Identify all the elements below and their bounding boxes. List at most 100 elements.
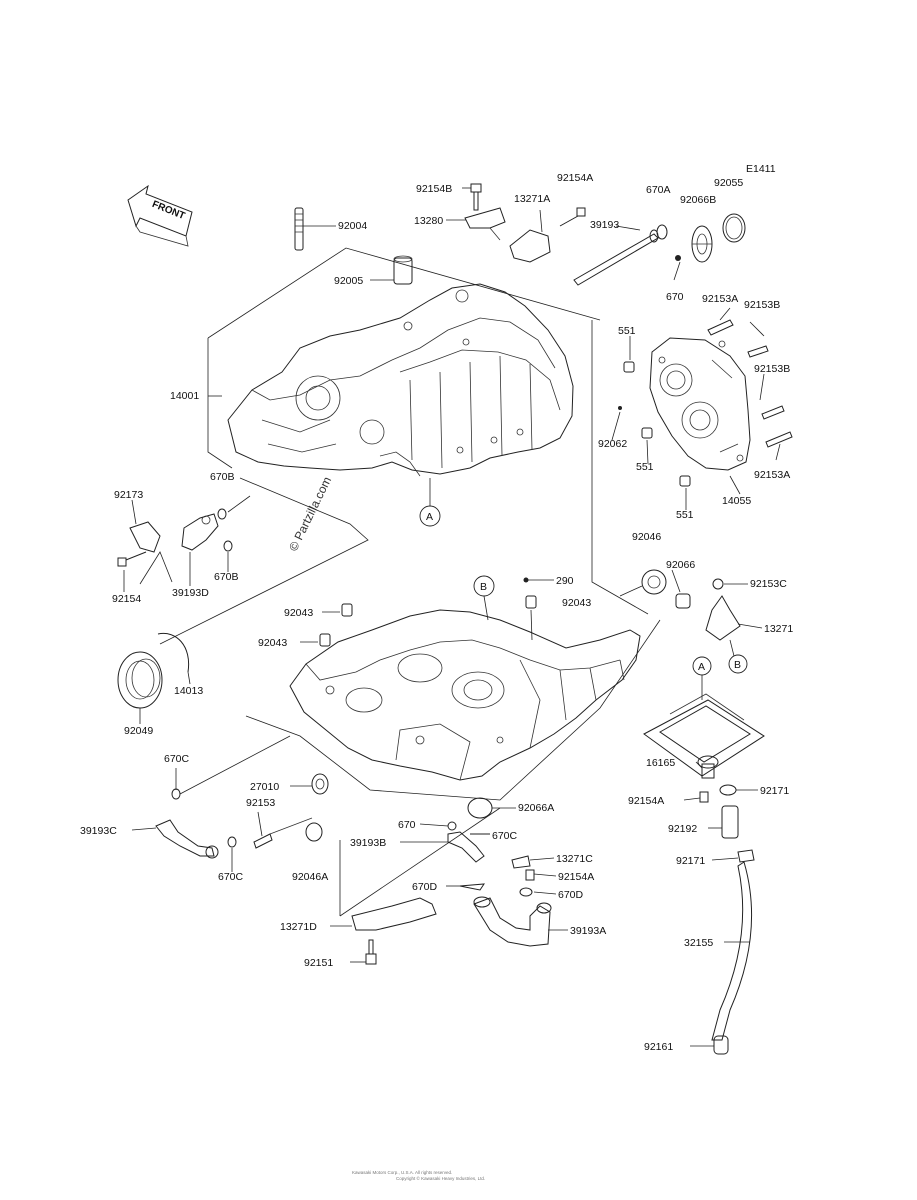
plate-13271A (509, 229, 551, 263)
plug-290 (523, 577, 529, 583)
label-16165: 16165 (646, 757, 675, 769)
label-13271C: 13271C (556, 853, 593, 865)
label-670-top: 670 (666, 291, 684, 303)
label-670C-1: 670C (164, 753, 190, 765)
label-92043-3: 92043 (258, 637, 287, 649)
svg-text:B: B (734, 659, 741, 671)
bolts-92153 (707, 319, 793, 448)
cover-14055 (649, 337, 751, 471)
label-13271: 13271 (764, 623, 793, 635)
label-551-2: 551 (636, 461, 654, 473)
bolt-92154A-top (559, 207, 586, 227)
label-92173: 92173 (114, 489, 143, 501)
leader-14001-upper (207, 247, 601, 339)
plate-13271D (351, 897, 437, 931)
svg-text:A: A (698, 661, 705, 673)
plate-13271 (705, 595, 741, 641)
label-14001: 14001 (170, 390, 199, 402)
label-92153B-top: 92153B (744, 299, 780, 311)
label-13271A: 13271A (514, 193, 550, 205)
label-670D-2: 670D (558, 889, 584, 901)
label-92049: 92049 (124, 725, 153, 737)
label-27010: 27010 (250, 781, 279, 793)
oring-92055 (722, 213, 746, 243)
bolt-92154A-bot (525, 869, 535, 881)
label-92066B: 92066B (680, 194, 716, 206)
label-92043-2: 92043 (562, 597, 591, 609)
label-92154A-top: 92154A (557, 172, 593, 184)
label-92004: 92004 (338, 220, 367, 232)
label-14013: 14013 (174, 685, 203, 697)
pipe-39193A (473, 896, 552, 947)
pipe-39193B (447, 831, 485, 863)
dowels-92043 (319, 595, 537, 647)
oring-670B-1 (217, 508, 227, 520)
label-13271D: 13271D (280, 921, 317, 933)
cap-92161 (713, 1035, 729, 1055)
hose-32155 (711, 861, 753, 1041)
svg-text:B: B (480, 581, 487, 593)
label-92066: 92066 (666, 559, 695, 571)
bolt-92153-lower (253, 817, 313, 849)
label-92005: 92005 (334, 275, 363, 287)
ref-circle-a-right: A (692, 656, 712, 676)
label-670C-3: 670C (218, 871, 244, 883)
breather-13280 (464, 207, 506, 241)
tube-92192 (721, 805, 739, 839)
footer-line-2: Copyright © Kawasaki Heavy Industries, L… (396, 1175, 485, 1181)
label-670B-2: 670B (214, 571, 239, 583)
oring-670D-1 (459, 883, 485, 891)
seal-92046A (305, 822, 323, 842)
label-551-3: 551 (676, 509, 694, 521)
oring-670B-2 (223, 540, 233, 552)
lower-case-outline-bracket (245, 619, 661, 801)
oring-670D-2 (519, 887, 533, 897)
label-92192: 92192 (668, 823, 697, 835)
label-92153B-mid: 92153B (754, 363, 790, 375)
label-92046A: 92046A (292, 871, 328, 883)
oring-670C-2 (227, 836, 237, 848)
label-92151: 92151 (304, 957, 333, 969)
label-92154B: 92154B (416, 183, 452, 195)
label-13280: 13280 (414, 215, 443, 227)
clip-92171-2 (737, 849, 755, 863)
ref-circle-a-upper: A (419, 505, 441, 527)
label-551-1: 551 (618, 325, 636, 337)
footer-line-1: Kawasaki Motors Corp., U.S.A. All rights… (352, 1170, 452, 1175)
plug-92066A (467, 797, 493, 819)
label-92055: 92055 (714, 177, 743, 189)
label-39193: 39193 (590, 219, 619, 231)
seal-92066 (641, 569, 691, 609)
plate-13271C (511, 855, 531, 869)
diagram-code: E1411 (746, 163, 776, 175)
bolt-92153C (712, 578, 724, 590)
bolt-92154A-low (699, 791, 709, 803)
label-670-low: 670 (398, 819, 416, 831)
upper-crankcase-drawing (227, 283, 574, 477)
label-290: 290 (556, 575, 574, 587)
label-39193C: 39193C (80, 825, 117, 837)
label-92043-1: 92043 (284, 607, 313, 619)
svg-text:A: A (426, 511, 433, 523)
circlip-14013 (157, 632, 190, 673)
oring-670C-1 (171, 788, 181, 800)
oring-92171-1 (719, 784, 737, 796)
label-670B-1: 670B (210, 471, 235, 483)
oring-670-top (675, 255, 681, 261)
lower-crankcase-drawing (289, 609, 641, 781)
section-divider (591, 320, 649, 615)
hose-39193C (155, 819, 219, 859)
label-92153C: 92153C (750, 578, 787, 590)
stud-92004 (294, 207, 304, 251)
breather-27010 (311, 773, 329, 795)
label-92066A: 92066A (518, 802, 554, 814)
label-32155: 32155 (684, 937, 713, 949)
bolt-92151 (365, 939, 377, 965)
label-670D-1: 670D (412, 881, 438, 893)
front-arrow-icon: FRONT (127, 184, 193, 247)
label-92171-2: 92171 (676, 855, 705, 867)
label-92153: 92153 (246, 797, 275, 809)
oil-strainer-16165 (643, 693, 765, 779)
